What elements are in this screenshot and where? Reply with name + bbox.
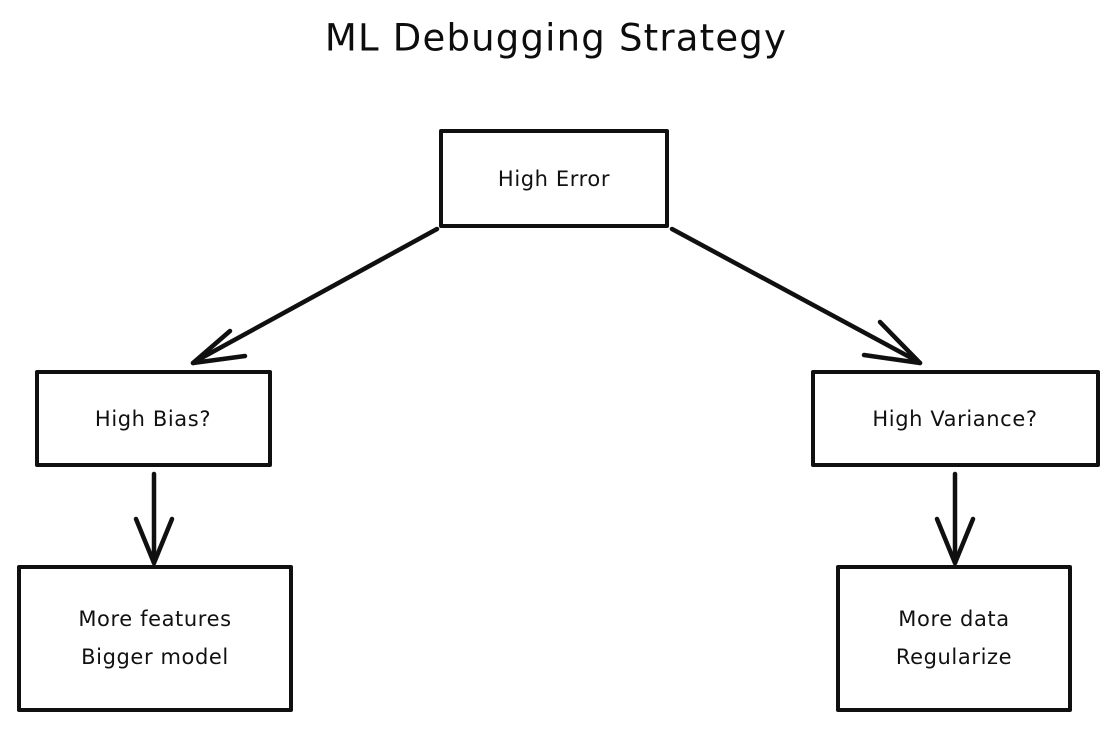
edge-variance-to-remedy-arrowhead-right [952,516,976,566]
edge-bias-to-remedy-arrowhead-left [133,516,157,566]
edge-error-to-bias-line [193,226,440,364]
node-bias-remedy[interactable]: More features Bigger model [17,565,293,712]
diagram-title: ML Debugging Strategy [325,17,787,60]
edge-error-to-variance-line [669,226,920,364]
edge-bias-to-remedy-arrowhead-right [151,516,175,566]
edge-error-to-bias [190,226,440,366]
edge-error-to-bias-arrowhead-upper [190,328,233,366]
node-high-bias-box[interactable] [35,370,272,467]
node-variance-remedy-label-line1: More data [898,607,1009,631]
edge-error-to-variance-arrowhead-upper [877,319,923,366]
node-variance-remedy-label-line2: Regularize [896,645,1012,669]
node-variance-remedy[interactable]: More data Regularize [836,565,1072,712]
node-high-bias-label: High Bias? [95,407,211,431]
edge-error-to-variance [669,226,923,366]
node-high-error-box[interactable] [439,129,669,228]
node-high-variance[interactable]: High Variance? [811,370,1100,467]
node-high-error-label: High Error [498,167,610,191]
edge-error-to-bias-arrowhead-lower [190,353,248,366]
edge-variance-to-remedy-arrowhead-left [934,516,958,566]
node-bias-remedy-box[interactable] [17,565,293,712]
node-bias-remedy-label-line1: More features [78,607,231,631]
node-bias-remedy-label-line2: Bigger model [81,645,229,669]
node-high-variance-label: High Variance? [872,407,1037,431]
edge-bias-to-remedy [133,471,175,566]
edge-error-to-variance-arrowhead-lower [861,352,923,366]
node-high-variance-box[interactable] [811,370,1100,467]
node-high-bias[interactable]: High Bias? [35,370,272,467]
node-high-error[interactable]: High Error [439,129,669,228]
edge-variance-to-remedy [934,471,976,566]
node-variance-remedy-box[interactable] [836,565,1072,712]
